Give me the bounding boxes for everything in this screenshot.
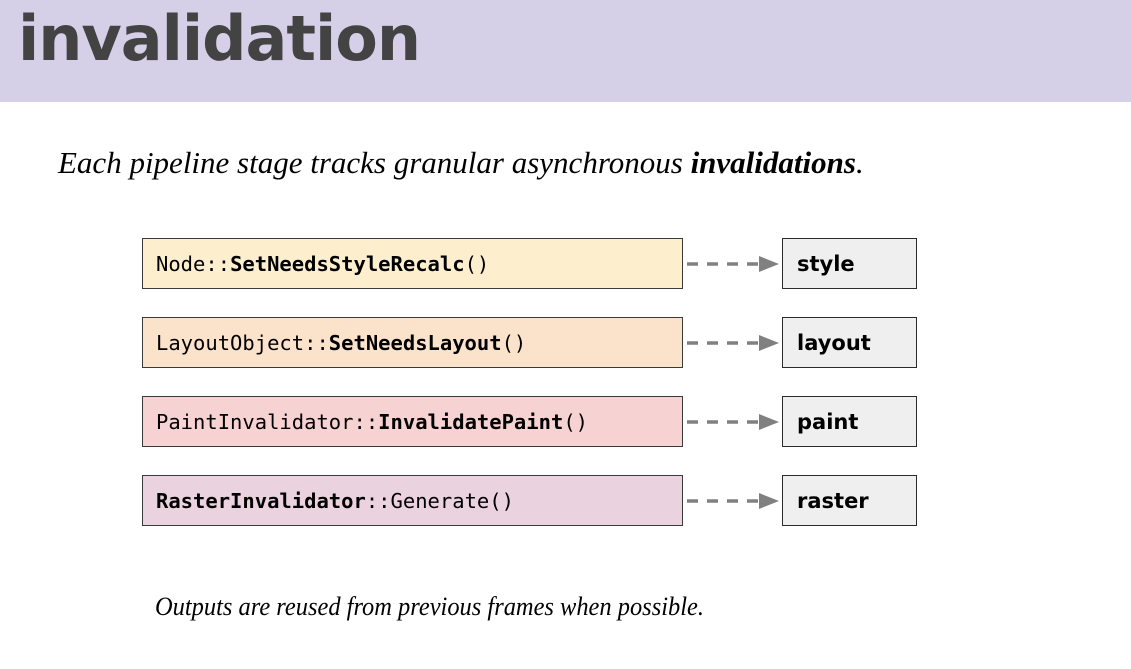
footer-caption: Outputs are reused from previous frames … (155, 592, 704, 621)
code-prefix: LayoutObject:: (156, 330, 329, 355)
code-suffix: () (563, 409, 588, 434)
dashed-arrow-icon (685, 238, 783, 289)
stage-box[interactable]: layout (782, 317, 917, 368)
diagram-row: PaintInvalidator::InvalidatePaint() pain… (142, 396, 918, 449)
code-emphasis: SetNeedsStyleRecalc (230, 251, 465, 276)
code-box[interactable]: PaintInvalidator::InvalidatePaint() (142, 396, 683, 447)
diagram-row: RasterInvalidator::Generate() raster (142, 475, 918, 528)
stage-label: paint (797, 409, 859, 434)
stage-label: raster (797, 488, 869, 513)
code-suffix: () (464, 251, 490, 276)
stage-label: style (797, 251, 855, 276)
code-emphasis: SetNeedsLayout (328, 330, 502, 355)
code-suffix: () (501, 330, 527, 355)
code-prefix: RasterInvalidator (156, 488, 366, 513)
code-box[interactable]: Node::SetNeedsStyleRecalc() (142, 238, 683, 289)
code-emphasis: ::Generate() (365, 488, 514, 513)
stage-box[interactable]: style (782, 238, 917, 289)
dashed-arrow-icon (685, 396, 783, 447)
code-prefix: Node:: (156, 251, 231, 276)
header-band: invalidation (0, 0, 1131, 102)
code-box[interactable]: RasterInvalidator::Generate() (142, 475, 683, 526)
code-prefix: PaintInvalidator:: (156, 409, 379, 434)
code-emphasis: InvalidatePaint (378, 409, 564, 434)
subtitle-emphasis: invalidations (690, 145, 856, 180)
stage-box[interactable]: paint (782, 396, 917, 447)
subtitle: Each pipeline stage tracks granular asyn… (58, 145, 1118, 181)
diagram-row: Node::SetNeedsStyleRecalc() style (142, 238, 918, 291)
dashed-arrow-icon (685, 475, 783, 526)
diagram-row: LayoutObject::SetNeedsLayout() layout (142, 317, 918, 370)
subtitle-trail: . (855, 145, 864, 180)
dashed-arrow-icon (685, 317, 783, 368)
stage-box[interactable]: raster (782, 475, 917, 526)
stage-label: layout (797, 330, 871, 355)
page-title: invalidation (18, 2, 421, 75)
code-box[interactable]: LayoutObject::SetNeedsLayout() (142, 317, 683, 368)
subtitle-lead: Each pipeline stage tracks granular asyn… (58, 145, 691, 180)
